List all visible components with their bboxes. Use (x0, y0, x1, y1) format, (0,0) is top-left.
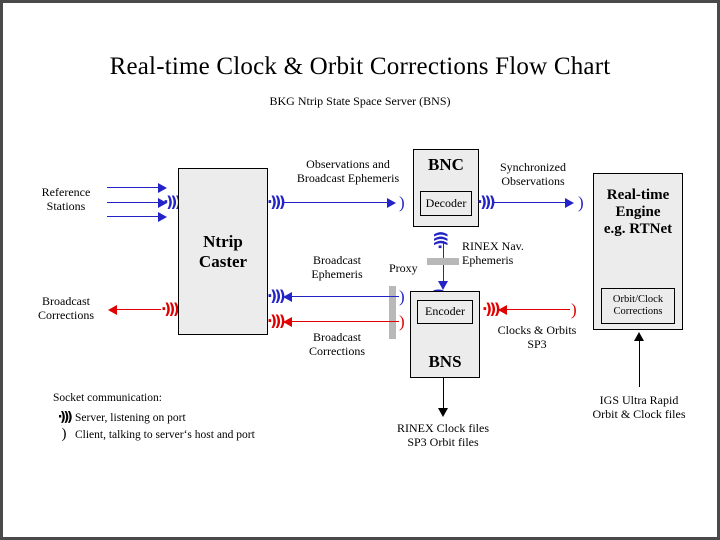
legend-row-server: ·))) Server, listening on port (53, 409, 255, 426)
label-reference-stations-line2: Stations (46, 199, 86, 214)
node-bnc-decoder[interactable]: Decoder (420, 191, 472, 216)
label-broadcast-corrections-mid-line2: Corrections (309, 344, 365, 359)
arrowhead-igs-to-engine (634, 332, 644, 341)
label-broadcast-corrections-mid-line1: Broadcast (313, 330, 361, 344)
server-socket-icon-bnc-out: ·))) (477, 193, 496, 211)
legend-client-text: Client, talking to server‘s host and por… (75, 428, 255, 441)
arrowhead-synchronized-to-engine (565, 198, 574, 208)
arrow-bns-to-files (443, 378, 444, 413)
arrow-igs-to-engine (639, 340, 640, 387)
label-observations-line2: Broadcast Ephemeris (296, 171, 400, 186)
client-socket-icon-engine-in: ) (578, 193, 584, 212)
server-socket-icon-bns-clocks-in: ·))) (482, 300, 501, 318)
arrowhead-bns-to-files (438, 408, 448, 417)
arrow-broadcast-corrections-to-caster (291, 321, 399, 322)
label-synchronized-observations: Synchronized Observations (485, 160, 581, 188)
legend-server-text: Server, listening on port (75, 411, 186, 424)
node-bnc-title: BNC (428, 155, 464, 174)
server-socket-icon-caster-east-mid: ·))) (267, 287, 286, 305)
server-socket-icon-rinex-nav: ·))) (431, 233, 450, 250)
arrow-ref-station-2 (107, 202, 159, 203)
server-socket-icon-caster-east-bottom: ·))) (267, 312, 286, 330)
node-ntrip-caster-line1: Ntrip (203, 232, 243, 252)
label-rinex-sp3-files: RINEX Clock files SP3 Orbit files (377, 421, 509, 449)
arrow-ref-station-3 (107, 216, 159, 217)
node-engine-orbit-clock-corrections[interactable]: Orbit/Clock Corrections (601, 288, 675, 324)
server-socket-icon-caster-in: ·))) (163, 193, 182, 211)
arrowhead-rinex-nav-to-bns (438, 281, 448, 290)
page-subtitle: BKG Ntrip State Space Server (BNS) (269, 94, 451, 108)
arrow-clocks-orbits-to-bns (506, 309, 570, 310)
label-reference-stations-line1: Reference (41, 185, 91, 199)
label-clocks-orbits-line1: Clocks & Orbits (497, 323, 577, 337)
client-socket-icon-engine-clocks-out: ) (571, 300, 577, 319)
label-observations-line1: Observations and (306, 157, 390, 171)
arrowhead-clocks-orbits-to-bns (498, 305, 507, 315)
node-engine-line3: e.g. RTNet (603, 220, 673, 237)
label-rinex-files-line2: SP3 Orbit files (407, 435, 479, 450)
label-clocks-orbits-sp3: Clocks & Orbits SP3 (485, 323, 589, 351)
client-socket-icon-bns-ephem-out: ) (399, 287, 405, 306)
label-igs-line1: IGS Ultra Rapid (599, 393, 679, 407)
label-observations-broadcast-ephemeris: Observations and Broadcast Ephemeris (278, 157, 418, 185)
label-reference-stations: Reference Stations (27, 185, 105, 213)
legend-row-client: ) Client, talking to server‘s host and p… (53, 426, 255, 443)
label-broadcast-corrections-left-line1: Broadcast (42, 294, 90, 308)
node-ntrip-caster-line2: Caster (198, 251, 248, 271)
node-engine-occ-line2: Corrections (613, 306, 663, 317)
label-rinex-nav-line2: Ephemeris (462, 253, 514, 268)
label-rinex-nav-ephemeris: RINEX Nav. Ephemeris (462, 239, 524, 267)
node-bns-encoder[interactable]: Encoder (417, 300, 473, 324)
server-socket-icon-caster-east-top: ·))) (267, 193, 286, 211)
legend: Socket communication: ·))) Server, liste… (53, 392, 255, 443)
arrowhead-broadcast-corrections-out (108, 305, 117, 315)
server-socket-icon-caster-out: ·))) (161, 300, 180, 318)
label-synchronized-line1: Synchronized (500, 160, 566, 174)
arrowhead-broadcast-corrections-to-caster (283, 317, 292, 327)
label-broadcast-ephemeris-line1: Broadcast (313, 253, 361, 267)
node-engine-line2: Engine (615, 203, 661, 220)
label-broadcast-corrections-mid: Broadcast Corrections (297, 330, 377, 358)
label-clocks-orbits-line2: SP3 (527, 337, 547, 352)
label-broadcast-ephemeris: Broadcast Ephemeris (297, 253, 377, 281)
client-socket-icon-bns-corr-out: ) (399, 312, 405, 331)
legend-title: Socket communication: (53, 392, 162, 404)
arrowhead-ref-station-1 (158, 183, 167, 193)
label-synchronized-line2: Observations (501, 174, 565, 189)
node-ntrip-caster[interactable]: Ntrip Caster (178, 168, 268, 335)
label-rinex-files-line1: RINEX Clock files (397, 421, 489, 435)
arrow-observations-to-bnc (283, 202, 388, 203)
client-socket-icon-legend: ) (61, 426, 67, 442)
client-socket-icon-bnc-in: ) (399, 193, 405, 212)
node-engine-line1: Real-time (606, 187, 670, 203)
arrow-broadcast-ephemeris-to-caster (291, 296, 399, 297)
node-bns-title: BNS (428, 351, 462, 371)
label-broadcast-corrections-left-line2: Corrections (38, 308, 94, 323)
label-broadcast-corrections-left: Broadcast Corrections (23, 294, 109, 322)
label-igs-ultra-rapid: IGS Ultra Rapid Orbit & Clock files (573, 393, 705, 421)
arrow-ref-station-1 (107, 187, 159, 188)
arrowhead-observations-to-bnc (387, 198, 396, 208)
server-socket-icon-legend: ·))) (57, 410, 73, 425)
label-rinex-nav-line1: RINEX Nav. (462, 239, 524, 253)
arrow-broadcast-corrections-out (117, 309, 161, 310)
proxy-bar-vertical (389, 286, 396, 339)
label-igs-line2: Orbit & Clock files (592, 407, 686, 422)
label-broadcast-ephemeris-line2: Ephemeris (311, 267, 363, 282)
arrowhead-ref-station-3 (158, 212, 167, 222)
node-engine-occ-line1: Orbit/Clock (612, 294, 664, 306)
arrowhead-ref-station-2 (158, 198, 167, 208)
page-title: Real-time Clock & Orbit Corrections Flow… (109, 53, 611, 80)
label-proxy: Proxy (389, 261, 418, 275)
proxy-bar-horizontal (427, 258, 459, 265)
arrowhead-broadcast-ephemeris-to-caster (283, 292, 292, 302)
arrow-synchronized-to-engine (494, 202, 566, 203)
